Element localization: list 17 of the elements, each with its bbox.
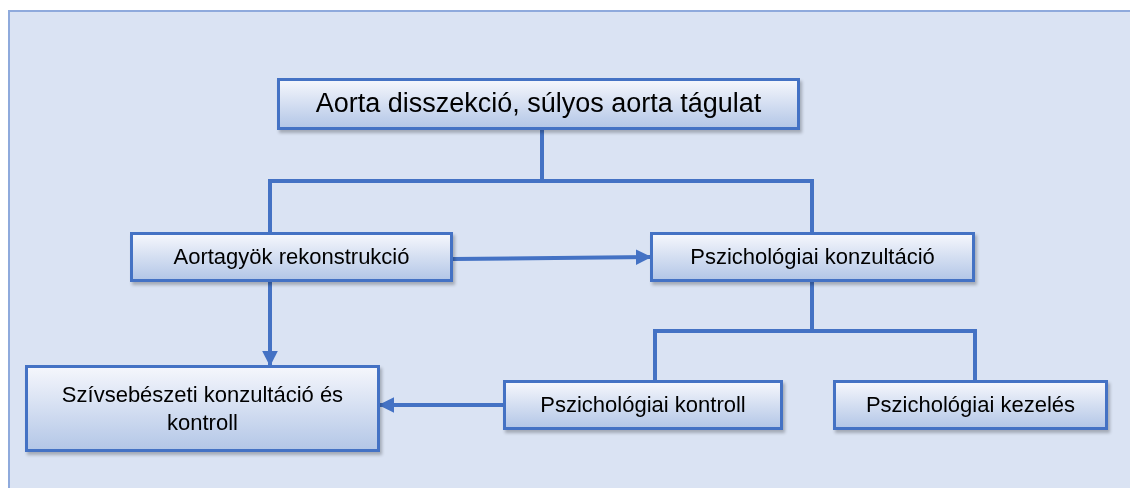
box-label: Aortagyök rekonstrukció <box>173 243 410 271</box>
connector-line <box>540 130 814 232</box>
process-box <box>25 365 380 452</box>
box-label: Aorta disszekció, súlyos aorta tágulat <box>315 87 762 121</box>
arrow <box>452 249 652 266</box>
arrow <box>378 397 503 413</box>
process-box <box>503 380 783 430</box>
box-label: Szívsebészeti konzultáció és kontroll <box>60 381 345 436</box>
process-box <box>130 232 453 282</box>
process-box <box>277 78 800 130</box>
connector-line <box>810 282 977 380</box>
box-label: Pszichológiai konzultáció <box>690 243 935 271</box>
box-label: Pszichológiai kontroll <box>540 391 746 419</box>
process-box <box>833 380 1108 430</box>
process-box <box>650 232 975 282</box>
arrow <box>262 282 278 367</box>
box-label: Pszichológiai kezelés <box>865 391 1076 419</box>
